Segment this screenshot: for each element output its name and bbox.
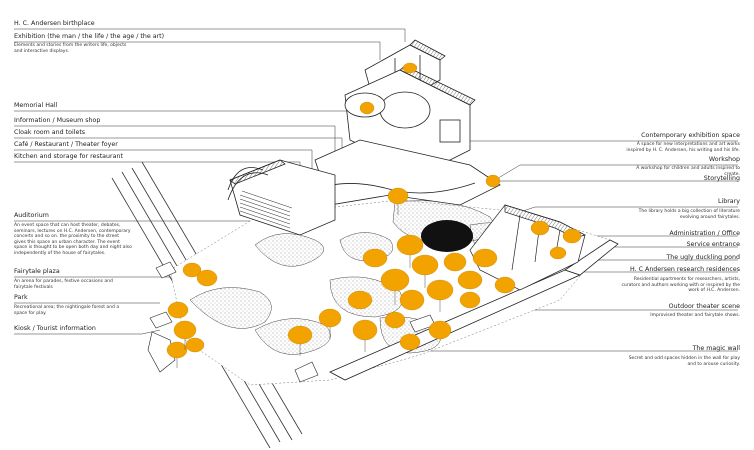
research-residences-drawing	[469, 204, 586, 291]
desc-exhibition: Elements and stories from the writers li…	[14, 43, 127, 54]
label-administration: Administration / Office	[669, 230, 740, 237]
main-building-drawing	[227, 39, 501, 236]
pavilions	[147, 261, 436, 383]
desc-auditorium: An event space that can host theater, de…	[14, 223, 132, 256]
label-kiosk: Kiosk / Tourist information	[14, 325, 96, 332]
label-fairytale-plaza: Fairytale plaza	[14, 268, 60, 275]
desc-magic-wall: Secret and odd spaces hidden in the wall…	[628, 356, 740, 367]
duckling-pond-shape	[421, 220, 473, 252]
label-outdoor-theater: Outdoor theater scene	[668, 303, 740, 310]
label-cafe: Café / Restaurant / Theater foyer	[14, 141, 118, 148]
label-duckling-pond: The ugly duckling pond	[666, 254, 740, 261]
label-memorial-hall: Memorial Hall	[14, 102, 58, 109]
desc-workshop: A workshop for children and adults inspi…	[636, 166, 740, 177]
trees-group	[166, 62, 582, 359]
label-cloak-room: Cloak room and toilets	[14, 129, 86, 136]
label-service-entrance: Service entrance	[686, 241, 740, 248]
label-library: Library	[717, 198, 740, 205]
label-exhibition: Exhibition (the man / the life / the age…	[14, 33, 165, 40]
label-workshop: Workshop	[708, 156, 740, 163]
desc-park: Recreational area; the nightingale fores…	[14, 305, 120, 316]
desc-library: The library holds a big collection of li…	[638, 209, 740, 220]
label-research-residences: H. C Andersen research residences	[629, 266, 740, 273]
label-magic-wall: The magic wall	[692, 345, 740, 352]
label-storytelling: Storytelling	[703, 175, 740, 182]
label-auditorium: Auditorium	[14, 212, 49, 219]
label-park: Park	[14, 294, 28, 301]
desc-fairytale-plaza: An arena for parades, festive occasions …	[14, 279, 113, 290]
label-kitchen: Kitchen and storage for restaurant	[14, 153, 123, 160]
tree-trunks	[176, 204, 441, 368]
desc-outdoor-theater: Improvised theater and fairytale shows.	[650, 313, 740, 318]
magic-wall-drawing	[329, 239, 619, 381]
label-birthplace: H. C. Andersen birthplace	[14, 20, 95, 27]
label-contemporary-exhibition: Contemporary exhibition space	[641, 132, 740, 139]
desc-contemporary-exhibition: A space for new interpretations and art …	[626, 142, 740, 153]
desc-research-residences: Residential apartments for researchers, …	[621, 277, 740, 294]
label-information-shop: Information / Museum shop	[14, 117, 101, 124]
